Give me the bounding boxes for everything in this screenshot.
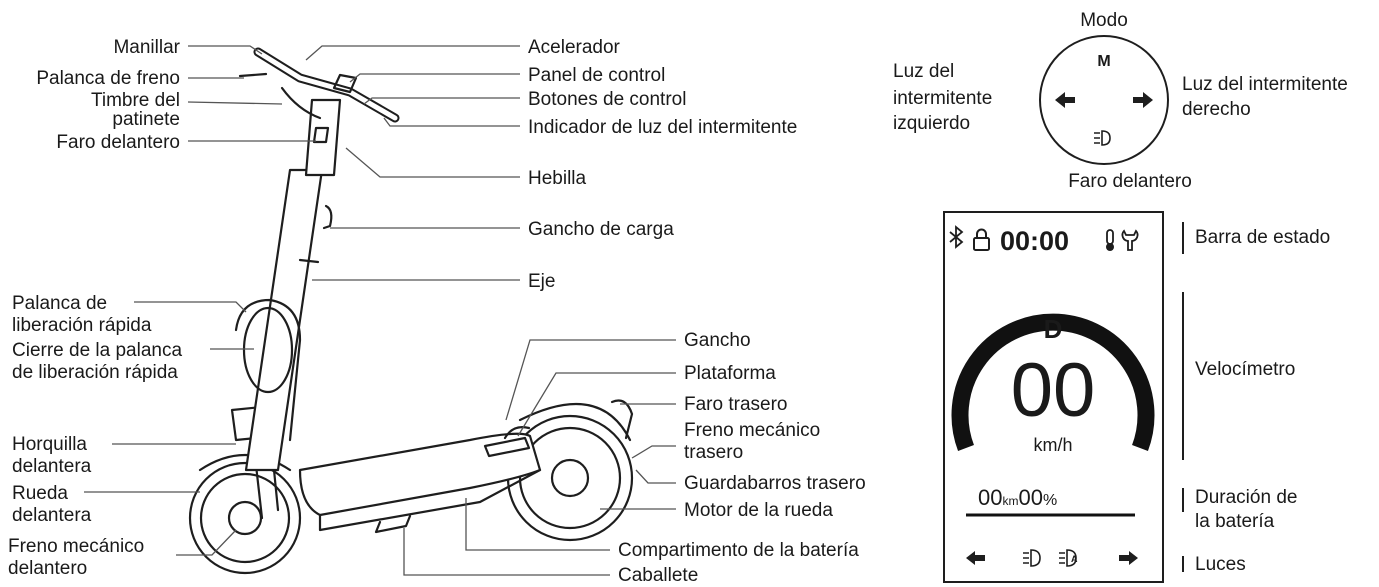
label-panel-control: Panel de control [528,65,665,86]
status-time: 00:00 [1000,226,1069,256]
odometer-value: 00 [978,485,1002,510]
label-horquilla-2: delantera [12,456,92,477]
label-velocimetro: Velocímetro [1195,359,1295,380]
arrow-right-icon [1133,92,1153,108]
label-motor: Motor de la rueda [684,500,833,521]
label-palanca-liberacion-2: liberación rápida [12,315,152,336]
svg-text:00km00%: 00km00% [978,485,1057,510]
headlight-icon [1023,549,1041,567]
speed-value: 00 [1011,348,1096,433]
label-modo: Modo [1080,10,1128,31]
label-luz-izq-1: Luz del [893,61,954,82]
label-gancho: Gancho [684,330,751,351]
auto-headlight-icon: A [1059,549,1078,567]
label-manillar: Manillar [113,37,180,58]
label-luz-izq-2: intermitente [893,88,992,109]
label-eje: Eje [528,271,555,292]
mode-button-letter: M [1097,53,1110,70]
label-guardabarros: Guardabarros trasero [684,473,866,494]
label-gancho-carga: Gancho de carga [528,219,674,240]
label-acelerador: Acelerador [528,37,621,58]
thermometer-icon [1106,229,1114,251]
label-indicador-intermitente: Indicador de luz del intermitente [528,117,797,138]
label-duracion-2: la batería [1195,511,1275,532]
lights-row: A [966,549,1138,567]
label-caballete: Caballete [618,565,698,586]
labels-right: Acelerador Panel de control Botones de c… [528,37,866,586]
display-labels: Barra de estado Velocímetro Duración de … [1182,222,1330,575]
drive-mode: D [1044,314,1063,344]
label-faro-trasero: Faro trasero [684,394,787,415]
scooter-illustration [188,47,634,575]
arrow-left-icon [966,551,985,565]
label-barra-estado: Barra de estado [1195,227,1330,248]
battery-value: 00 [1018,485,1042,510]
label-rueda-1: Rueda [12,483,68,504]
label-duracion-1: Duración de [1195,487,1297,508]
lock-icon [973,228,990,251]
label-freno-trasero-1: Freno mecánico [684,420,820,441]
control-buttons-diagram: Modo M Luz del intermitente izquierdo Lu… [893,10,1348,192]
labels-left-block: Palanca de liberación rápida Cierre de l… [8,293,182,579]
arrow-right-icon [1119,551,1138,565]
arrow-left-icon [1055,92,1075,108]
status-bar: 00:00 [949,225,1139,256]
label-hebilla: Hebilla [528,168,587,189]
label-luces: Luces [1195,554,1246,575]
label-botones-control: Botones de control [528,89,686,110]
label-faro-delantero: Faro delantero [56,132,180,153]
odometer-battery: 00km00% [966,485,1135,517]
label-palanca-liberacion-1: Palanca de [12,293,107,314]
label-luz-der-2: derecho [1182,99,1251,120]
label-rueda-2: delantera [12,505,92,526]
leader-lines [84,45,676,576]
speed-arc [951,313,1155,451]
display-panel: 00:00 D 00 km/h 00km00% [943,211,1164,583]
label-luz-der-1: Luz del intermitente [1182,74,1348,95]
wrench-icon [1121,229,1139,251]
labels-left: Manillar Palanca de freno Timbre del pat… [36,37,180,153]
label-plataforma: Plataforma [684,363,776,384]
label-timbre-1: Timbre del [91,90,180,111]
label-cierre-2: de liberación rápida [12,362,178,383]
odometer-unit: km [1002,494,1018,508]
headlight-icon [1094,130,1111,146]
label-palanca-freno: Palanca de freno [36,68,180,89]
label-freno-delantero-2: delantero [8,558,87,579]
speed-unit: km/h [1033,435,1072,455]
speedometer: D 00 km/h [951,313,1155,455]
bluetooth-icon [949,225,964,249]
label-cierre-1: Cierre de la palanca [12,340,182,361]
label-faro-delantero-btn: Faro delantero [1068,171,1192,192]
label-luz-izq-3: izquierdo [893,113,970,134]
label-freno-delantero-1: Freno mecánico [8,536,144,557]
label-horquilla-1: Horquilla [12,434,87,455]
battery-unit: % [1043,492,1057,509]
label-compartimento: Compartimento de la batería [618,540,859,561]
label-freno-trasero-2: trasero [684,442,743,463]
svg-text:A: A [1071,554,1078,564]
label-timbre-2: patinete [112,109,180,130]
